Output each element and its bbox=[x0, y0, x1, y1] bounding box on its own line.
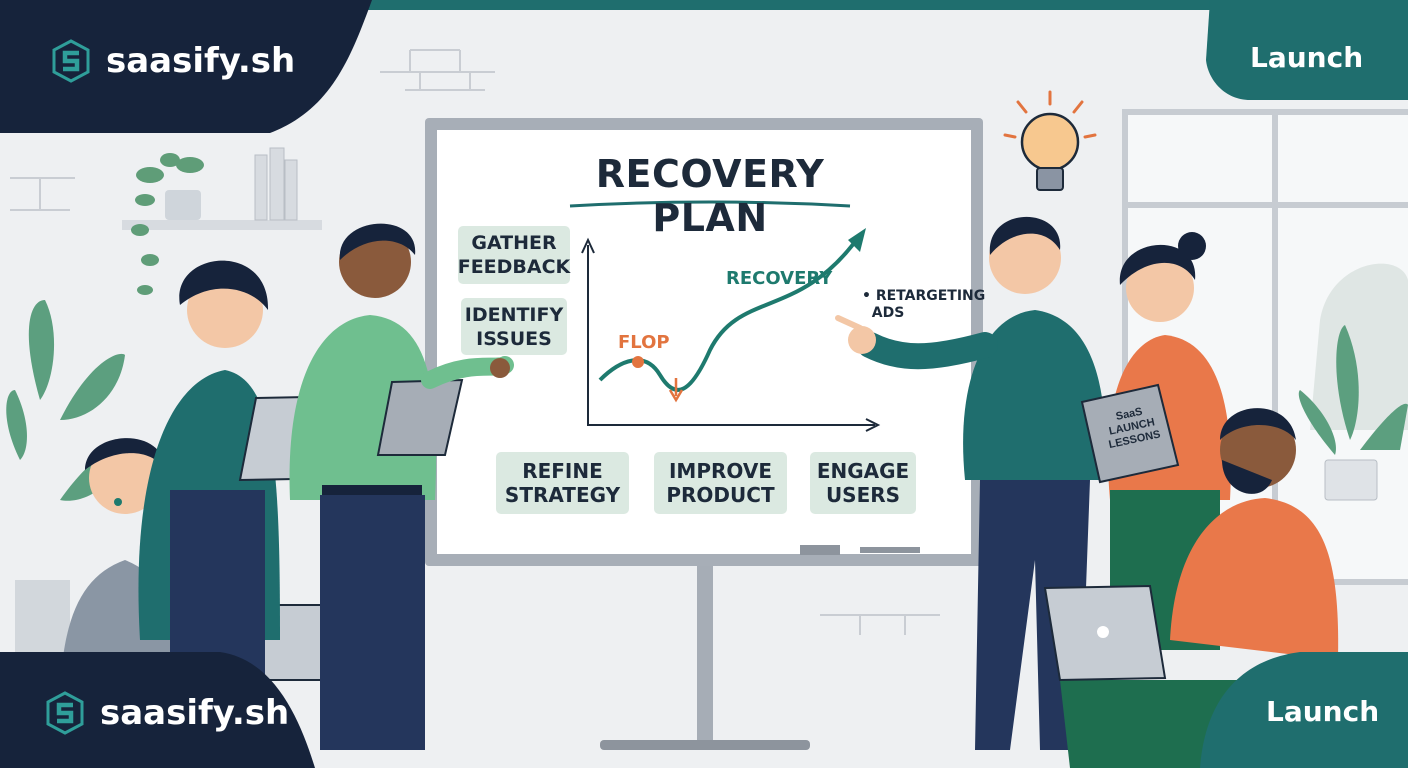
person-presenting-man bbox=[835, 216, 1106, 750]
note-engage-users: ENGAGE USERS bbox=[810, 452, 916, 514]
note-identify-issues: IDENTIFY ISSUES bbox=[461, 298, 567, 355]
brand-name: saasify.sh bbox=[106, 41, 296, 81]
note-refine-strategy: REFINE STRATEGY bbox=[496, 452, 629, 514]
wall-brick-lines bbox=[10, 49, 940, 635]
whiteboard-stand bbox=[600, 565, 810, 750]
note-text: IDENTIFY ISSUES bbox=[464, 303, 564, 350]
potted-plant-right bbox=[1298, 325, 1408, 501]
brand-name: saasify.sh bbox=[100, 693, 290, 733]
note-improve-product: IMPROVE PRODUCT bbox=[654, 452, 787, 514]
whiteboard-title: RECOVERY PLAN bbox=[595, 152, 825, 240]
note-text: ENGAGE USERS bbox=[816, 459, 910, 507]
s-hexagon-logo-icon bbox=[46, 691, 84, 735]
wall-shelf bbox=[122, 147, 322, 295]
chart-label-flop: FLOP bbox=[618, 332, 670, 353]
brand-corner-top-left bbox=[0, 0, 372, 133]
s-hexagon-logo-icon bbox=[52, 39, 90, 83]
launch-corner-top-right bbox=[1206, 0, 1408, 100]
chart-label-recovery: RECOVERY bbox=[726, 268, 833, 289]
brand-badge-top: saasify.sh bbox=[50, 38, 295, 84]
lightbulb-icon bbox=[1003, 90, 1097, 191]
note-text: GATHER FEEDBACK bbox=[457, 232, 571, 278]
note-text: IMPROVE PRODUCT bbox=[666, 459, 775, 507]
note-text: REFINE STRATEGY bbox=[504, 459, 621, 507]
chart-label-retargeting-ads: • RETARGETING ADS bbox=[862, 288, 986, 321]
launch-badge-top: Launch bbox=[1250, 41, 1364, 74]
person-man-clipboard bbox=[289, 223, 514, 750]
note-gather-feedback: GATHER FEEDBACK bbox=[458, 226, 570, 284]
brand-badge-bottom: saasify.sh bbox=[44, 690, 289, 736]
launch-badge-bottom: Launch bbox=[1266, 695, 1380, 728]
launch-corner-bottom-right bbox=[1200, 652, 1408, 768]
brand-corner-bottom-left bbox=[0, 652, 315, 768]
